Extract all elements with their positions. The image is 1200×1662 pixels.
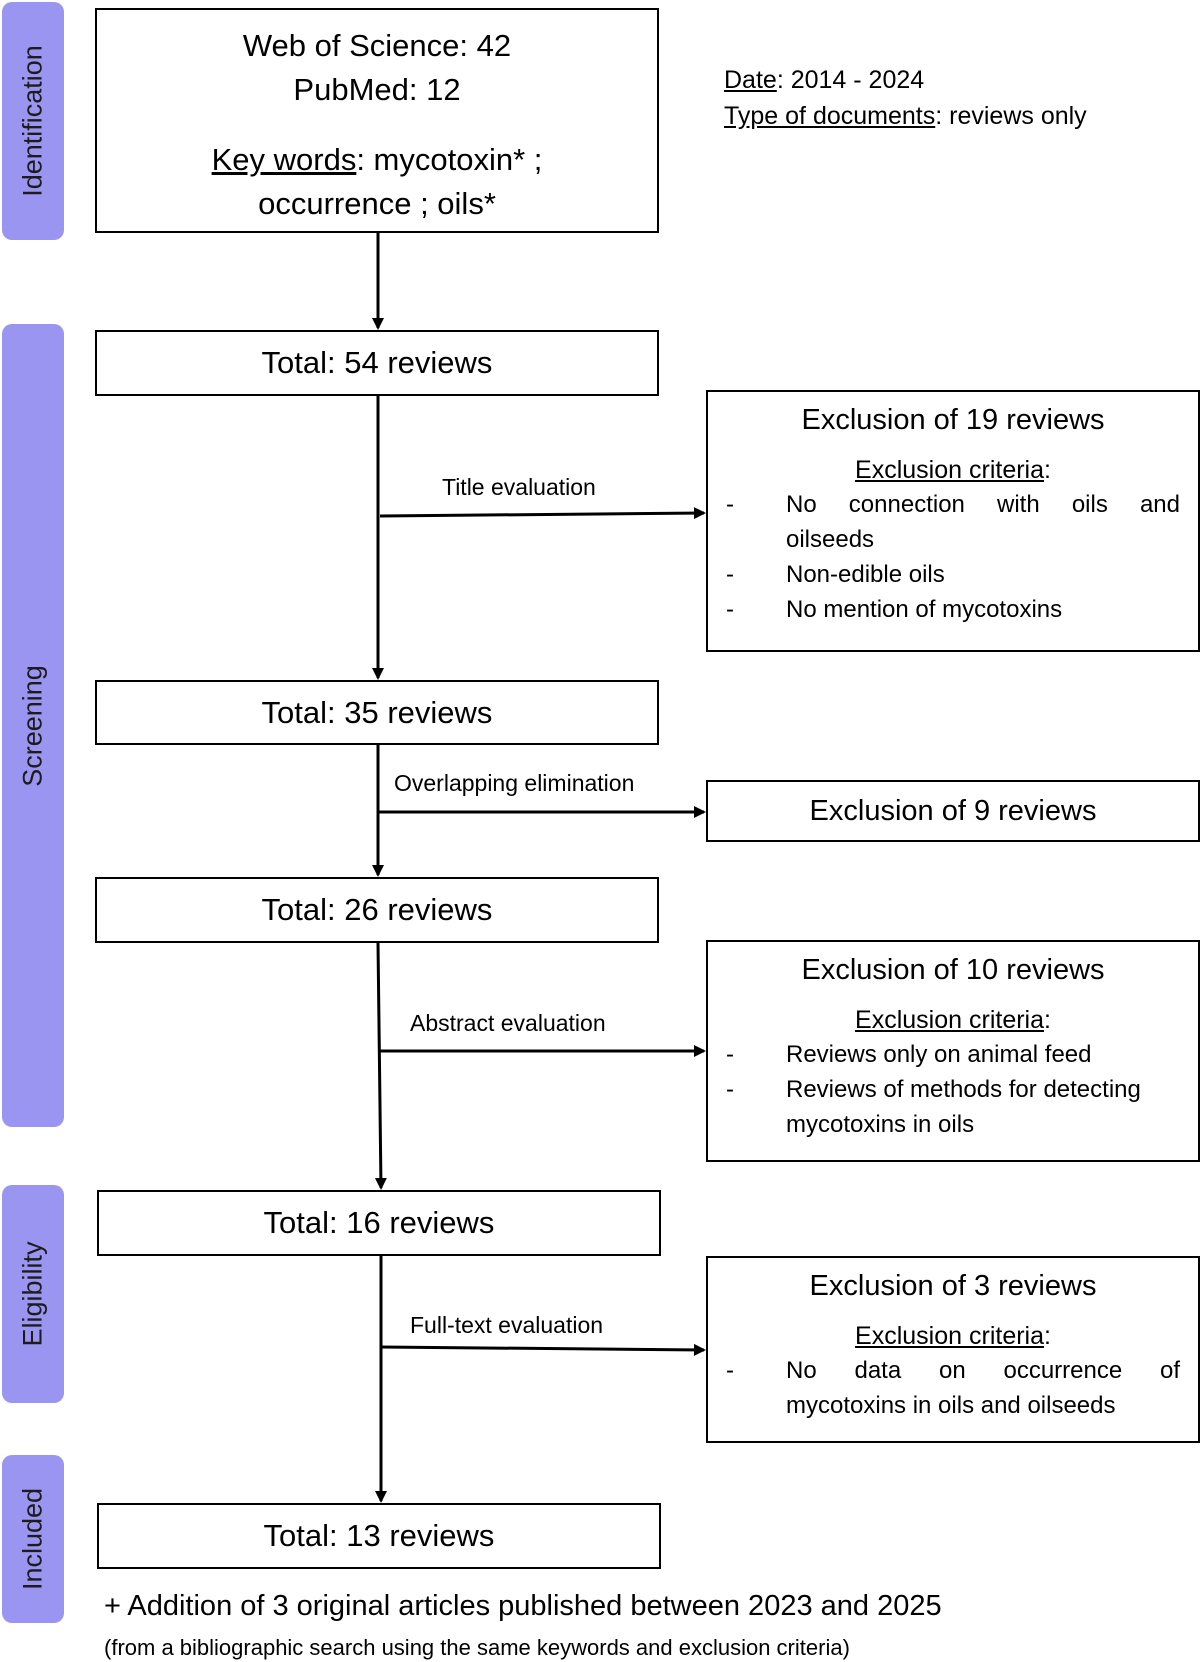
exclusion-19-criterion-3: - No mention of mycotoxins — [708, 592, 1198, 627]
total-13-box: Total: 13 reviews — [97, 1503, 661, 1569]
bullet-dash: - — [726, 596, 734, 623]
exclusion-10-criterion-2: - Reviews of methods for detecting mycot… — [708, 1072, 1198, 1142]
exclusion-10-box: Exclusion of 10 reviews Exclusion criter… — [706, 940, 1200, 1162]
bullet-dash: - — [726, 1041, 734, 1068]
exclusion-9-box: Exclusion of 9 reviews — [706, 780, 1200, 842]
pubmed-count: PubMed: 12 — [293, 72, 461, 107]
date-label: Date — [724, 66, 777, 94]
exclusion-19-box: Exclusion of 19 reviews Exclusion criter… — [706, 390, 1200, 652]
phase-bar-included: Included — [2, 1455, 64, 1623]
search-filters: Date: 2014 - 2024 Type of documents: rev… — [724, 62, 1087, 134]
phase-bar-identification: Identification — [2, 2, 64, 240]
bullet-dash: - — [726, 491, 734, 518]
exclusion-3-title: Exclusion of 3 reviews — [809, 1270, 1097, 1302]
total-35-box: Total: 35 reviews — [95, 680, 659, 745]
exclusion-19-criterion-1: - No connection with oils and oilseeds — [708, 487, 1198, 557]
type-label: Type of documents — [724, 102, 936, 130]
keywords-label: Key words — [211, 142, 357, 177]
phase-bar-eligibility: Eligibility — [2, 1185, 64, 1403]
overlapping-elimination-label: Overlapping elimination — [394, 770, 635, 796]
fulltext-evaluation-label: Full-text evaluation — [410, 1312, 604, 1338]
total-16-box: Total: 16 reviews — [97, 1190, 661, 1256]
exclusion-19-title: Exclusion of 19 reviews — [801, 404, 1105, 436]
keywords-line-1: Key words: mycotoxin* ; — [97, 138, 657, 182]
bullet-dash: - — [726, 1076, 734, 1103]
exclusion-3-criteria-heading: Exclusion criteria: — [855, 1322, 1051, 1350]
exclusion-10-criteria-heading: Exclusion criteria: — [855, 1006, 1051, 1034]
exclusion-10-title: Exclusion of 10 reviews — [801, 954, 1105, 986]
exclusion-3-criterion-1: - No data on occurrence of mycotoxins in… — [708, 1353, 1198, 1423]
exclusion-19-criteria-heading: Exclusion criteria: — [855, 456, 1051, 484]
exclusion-3-box: Exclusion of 3 reviews Exclusion criteri… — [706, 1256, 1200, 1443]
title-evaluation-label: Title evaluation — [442, 474, 596, 500]
exclusion-19-criterion-2: - Non-edible oils — [708, 557, 1198, 592]
type-filter: Type of documents: reviews only — [724, 98, 1087, 134]
bullet-dash: - — [726, 561, 734, 588]
bullet-dash: - — [726, 1357, 734, 1384]
abstract-evaluation-label: Abstract evaluation — [410, 1010, 606, 1036]
arrow-26-to-16 — [374, 942, 387, 1190]
footer-addition: + Addition of 3 original articles publis… — [104, 1590, 942, 1622]
date-value: : 2014 - 2024 — [776, 66, 925, 94]
arrow-fulltext-eval — [380, 1343, 706, 1356]
keywords-text-2: occurrence ; oils* — [258, 186, 496, 221]
sources-box: Web of Science: 42 PubMed: 12 Key words:… — [95, 8, 659, 233]
footer-note: (from a bibliographic search using the s… — [104, 1635, 850, 1660]
keywords-text-1: : mycotoxin* ; — [356, 142, 543, 177]
date-filter: Date: 2014 - 2024 — [724, 62, 1087, 98]
exclusion-10-criterion-1: - Reviews only on animal feed — [708, 1037, 1198, 1072]
total-26-box: Total: 26 reviews — [95, 877, 659, 943]
total-54-box: Total: 54 reviews — [95, 330, 659, 396]
arrow-title-eval — [379, 507, 706, 520]
wos-count: Web of Science: 42 — [242, 28, 512, 63]
type-value: : reviews only — [935, 102, 1087, 130]
phase-bar-screening: Screening — [2, 324, 64, 1127]
